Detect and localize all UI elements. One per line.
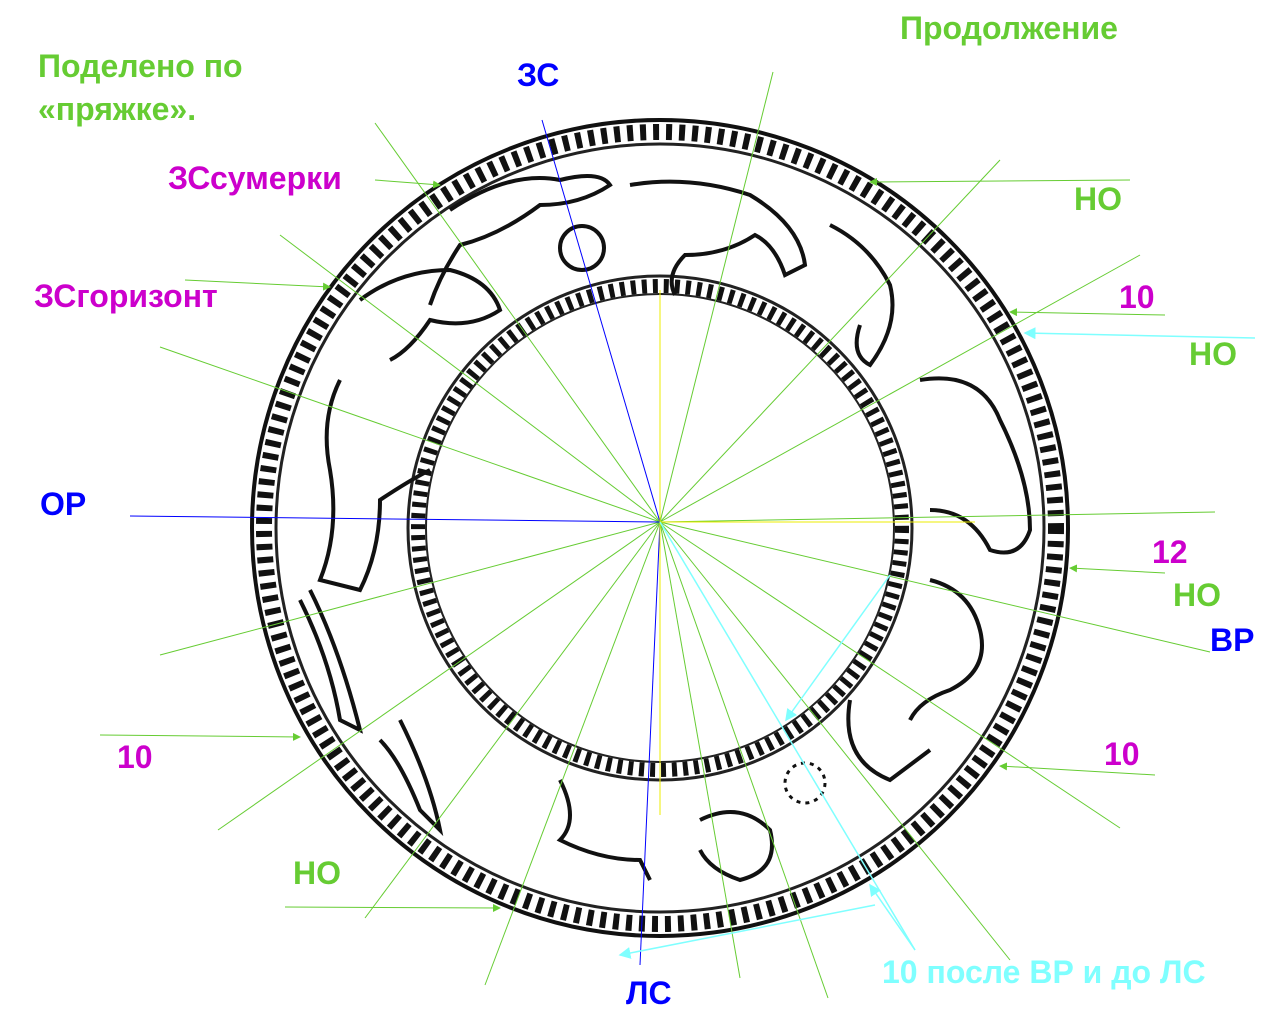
label-zs-horizon: ЗСгоризонт — [34, 278, 218, 314]
label-twelve: 12 — [1152, 534, 1188, 570]
label-ten-left: 10 — [117, 739, 153, 775]
animal-figures — [298, 174, 1033, 883]
label-divided-line1: Поделено по — [38, 48, 243, 84]
label-no-right-upper: НО — [1189, 336, 1237, 372]
label-no-top-right: НО — [1074, 181, 1122, 217]
label-vr: ВР — [1210, 622, 1255, 658]
cyan-lines — [618, 327, 1256, 959]
label-zs-twilight: ЗСсумерки — [168, 160, 342, 196]
label-ls: ЛС — [626, 975, 672, 1011]
label-no-right-mid: НО — [1173, 577, 1221, 613]
blue-axis-lines — [129, 119, 661, 966]
label-no-bottom-left: НО — [293, 855, 341, 891]
label-continuation: Продолжение — [900, 10, 1118, 46]
yellow-axis-lines — [659, 290, 975, 815]
label-or: ОР — [40, 486, 87, 522]
label-divided-line2: «пряжке». — [38, 91, 197, 127]
green-radial-lines — [159, 71, 1216, 999]
label-zs: ЗС — [517, 57, 560, 93]
label-ten-right-upper: 10 — [1119, 279, 1155, 315]
green-pointer-arrows — [99, 177, 1166, 912]
label-ten-right-bottom: 10 — [1104, 736, 1140, 772]
label-ten-after-vr: 10 после ВР и до ЛС — [882, 954, 1206, 990]
disc-ring — [250, 118, 1070, 938]
